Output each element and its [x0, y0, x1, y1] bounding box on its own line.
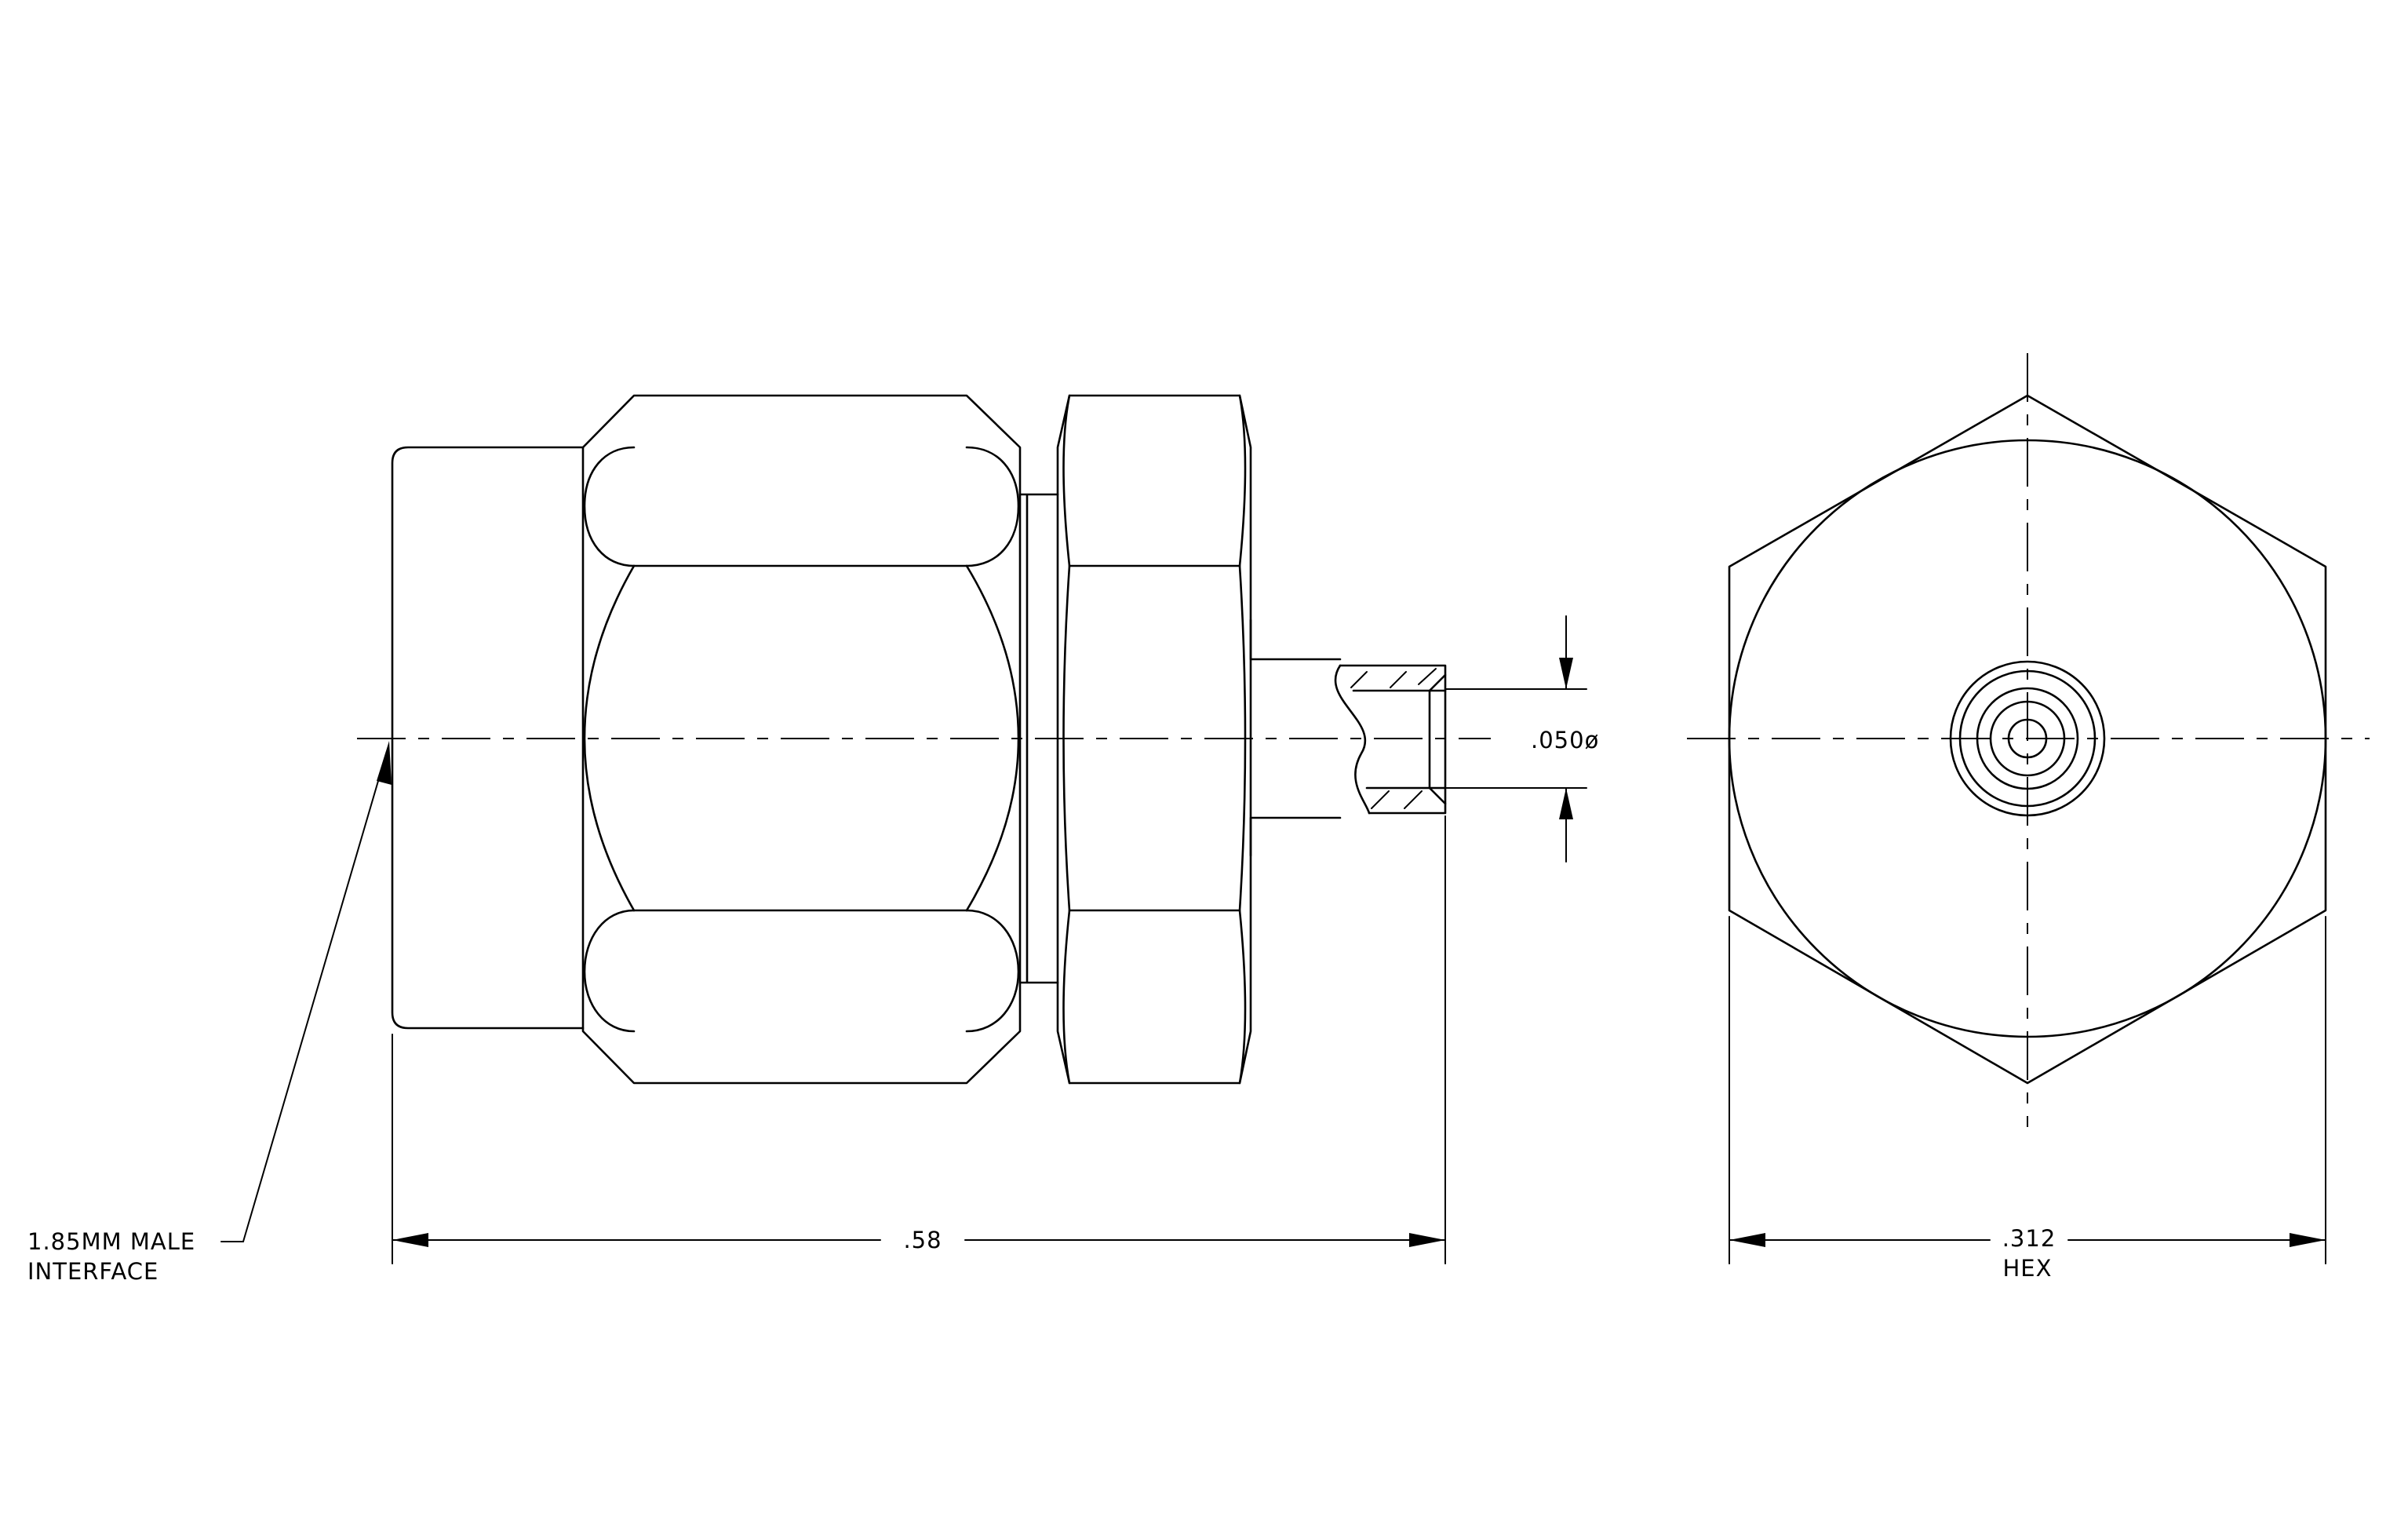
tail-outer [1339, 664, 1447, 815]
body-hex-outline [1056, 394, 1252, 1085]
coupling-nut-lobe-top-right [965, 446, 1020, 567]
pin-diameter-dimension [1444, 615, 1587, 863]
interface-label-line1: 1.85MM MALE [27, 1228, 195, 1255]
pin-diameter-label: .050ø [1531, 727, 1599, 753]
hex-size-label: .312 [2002, 1225, 2056, 1252]
tail-chamfer-bottom [1428, 786, 1447, 805]
coupling-nut-lobe-bottom-right [965, 909, 1020, 1033]
hex-dimension [1729, 916, 2326, 1264]
tail-hatching [1350, 668, 1437, 809]
interface-label-line2: INTERFACE [27, 1258, 158, 1285]
body-hex-edge-left [1062, 394, 1071, 1085]
coupling-nut-lobe-bottom [583, 909, 636, 1033]
interface-body [391, 446, 585, 1030]
rear-tail [1249, 618, 1342, 857]
tail-break-line [1334, 664, 1371, 815]
tail-chamfer-top [1428, 673, 1447, 692]
body-hex-edge-right [1238, 394, 1247, 1085]
coupling-nut-outline [581, 394, 1022, 1085]
length-dimension [392, 815, 1446, 1264]
length-label: .58 [903, 1227, 942, 1253]
hex-word-label: HEX [2003, 1255, 2053, 1282]
center-contact [1949, 660, 2106, 817]
hex-inscribed-circle [1728, 439, 2327, 1038]
coupling-nut-arc-right [965, 564, 1020, 912]
coupling-nut-lobe-top [583, 446, 636, 567]
coupling-nut-arc-left [583, 564, 636, 912]
neck [1018, 493, 1059, 984]
hex-outline [1728, 394, 2327, 1085]
side-view: .050ø .58 1.85MM MALE INTERFACE [27, 394, 1599, 1285]
end-view: .312 HEX [1687, 353, 2370, 1282]
interface-leader [220, 741, 392, 1242]
